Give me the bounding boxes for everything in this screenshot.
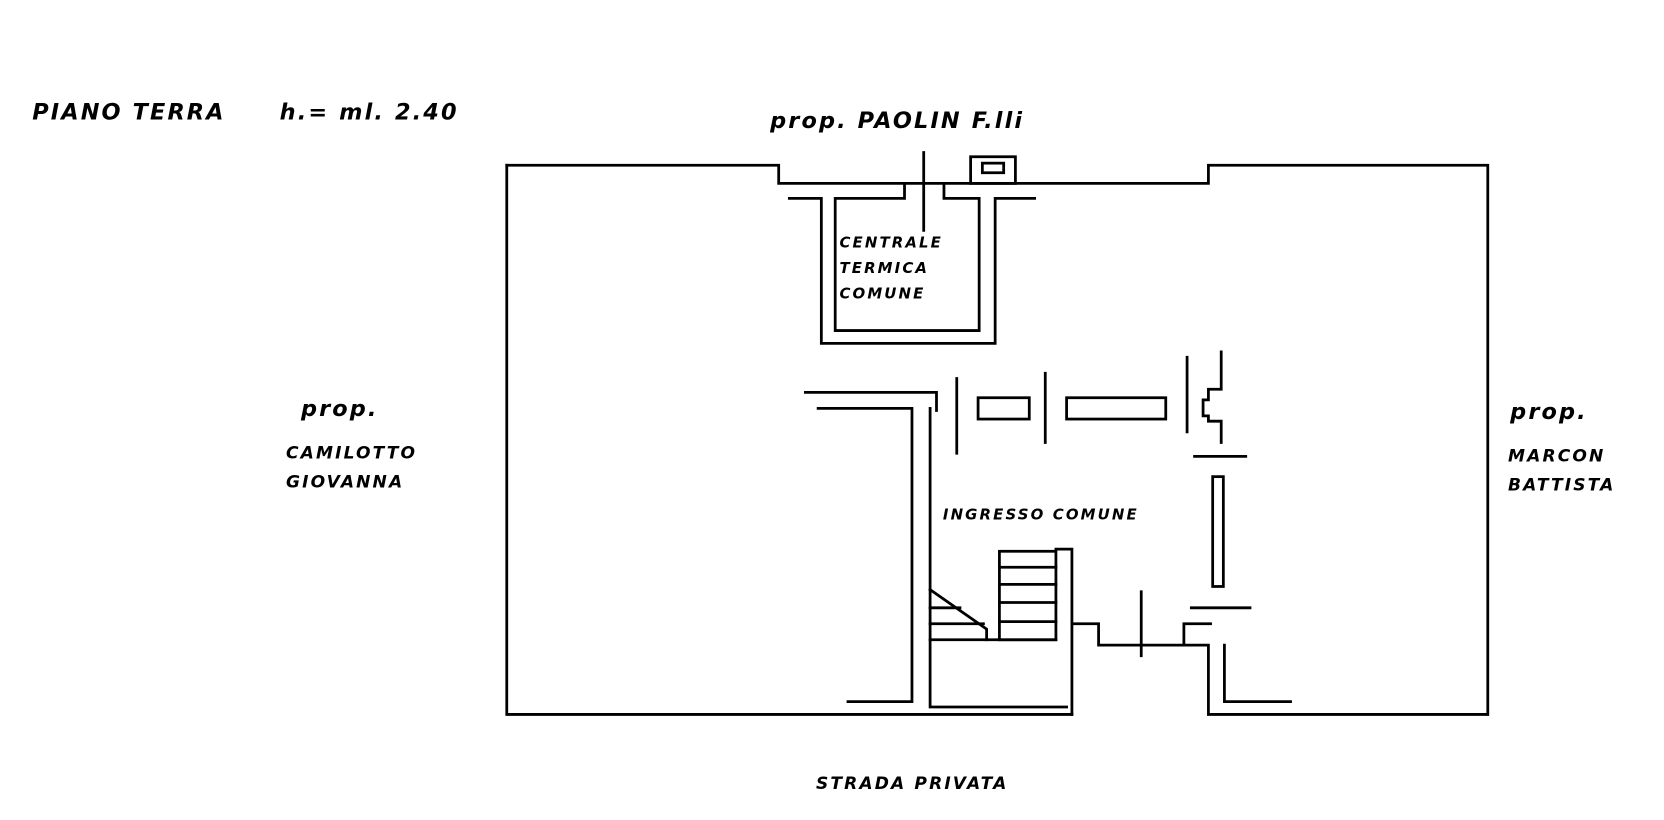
room-label-boiler-1: CENTRALE bbox=[839, 233, 943, 251]
neighbor-top: prop. PAOLIN F.lli bbox=[769, 108, 1024, 134]
neighbor-right-prefix: prop. bbox=[1509, 399, 1588, 425]
neighbor-left-prefix: prop. bbox=[300, 396, 379, 422]
staircase bbox=[928, 547, 1074, 716]
room-label-boiler-2: TERMICA bbox=[839, 259, 929, 277]
outer-walls bbox=[505, 155, 1490, 716]
floor-height: h.= ml. 2.40 bbox=[280, 99, 459, 125]
room-label-boiler-3: COMUNE bbox=[839, 285, 925, 303]
room-label-entrance: INGRESSO COMUNE bbox=[943, 505, 1139, 523]
entrance-walls bbox=[803, 350, 1292, 709]
neighbor-bottom: STRADA PRIVATA bbox=[816, 774, 1008, 794]
neighbor-right-name1: MARCON bbox=[1508, 447, 1605, 467]
neighbor-left-name2: GIOVANNA bbox=[286, 472, 404, 492]
boiler-room-walls bbox=[787, 151, 1036, 345]
entry-door bbox=[1070, 590, 1186, 658]
floor-title: PIANO TERRA bbox=[32, 99, 225, 125]
neighbor-left-name1: CAMILOTTO bbox=[286, 444, 417, 464]
neighbor-right-name2: BATTISTA bbox=[1508, 476, 1615, 496]
